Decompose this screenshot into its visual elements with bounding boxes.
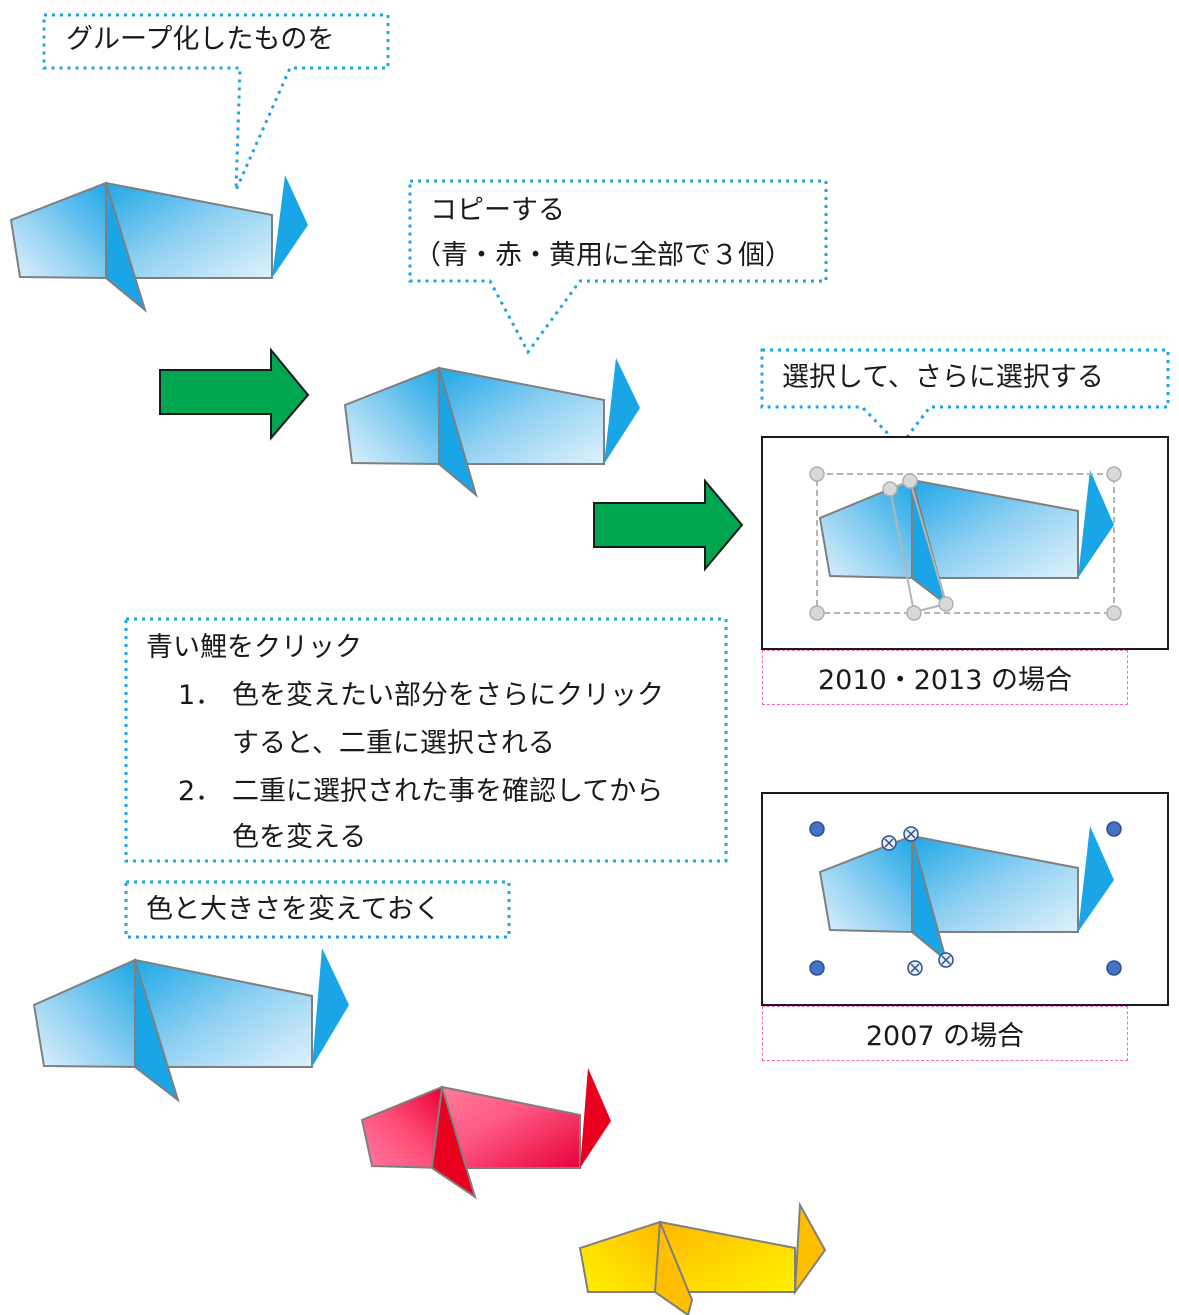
step2-number: 2． [178,776,223,807]
selection-handles-2007 [809,821,1122,976]
selection-handles-2010 [809,466,1122,621]
step1-number: 1． [178,680,223,711]
red-carp [360,1068,611,1200]
label-version-2010: 2010・2013 の場合 [762,650,1128,705]
step1-text-a: 色を変えたい部分をさらにクリック [232,680,664,711]
step2-text-b: 色を変える [232,822,367,853]
right-arrow-1 [159,347,310,441]
callout-select-text: 選択して、さらに選択する [782,362,1104,393]
callout-group [42,13,390,191]
right-arrow-2 [593,478,744,572]
step1-text-b: すると、二重に選択される [232,728,555,759]
blue-carp-copy [343,358,640,498]
callout-change-text: 色と大きさを変えておく [146,894,441,925]
label-version-2007: 2007 の場合 [762,1006,1128,1061]
blue-carp-final [32,948,349,1103]
callout-copy-line1: コピーする [430,195,565,226]
callout-change [124,880,511,939]
blue-carp-selected-2007 [818,826,1114,963]
callout-copy-line2: （青・赤・黄用に全部で３個） [414,240,792,271]
yellow-carp [578,1201,827,1315]
step2-text-a: 二重に選択された事を確認してから [232,776,664,807]
blue-carp-selected-2010 [818,470,1114,607]
callout-group-text: グループ化したものを [66,24,335,55]
instructions-title: 青い鯉をクリック [146,632,362,663]
callout-copy [408,179,828,355]
callout-instructions [124,617,728,863]
callout-select [760,348,1170,449]
blue-carp-original [9,175,308,313]
